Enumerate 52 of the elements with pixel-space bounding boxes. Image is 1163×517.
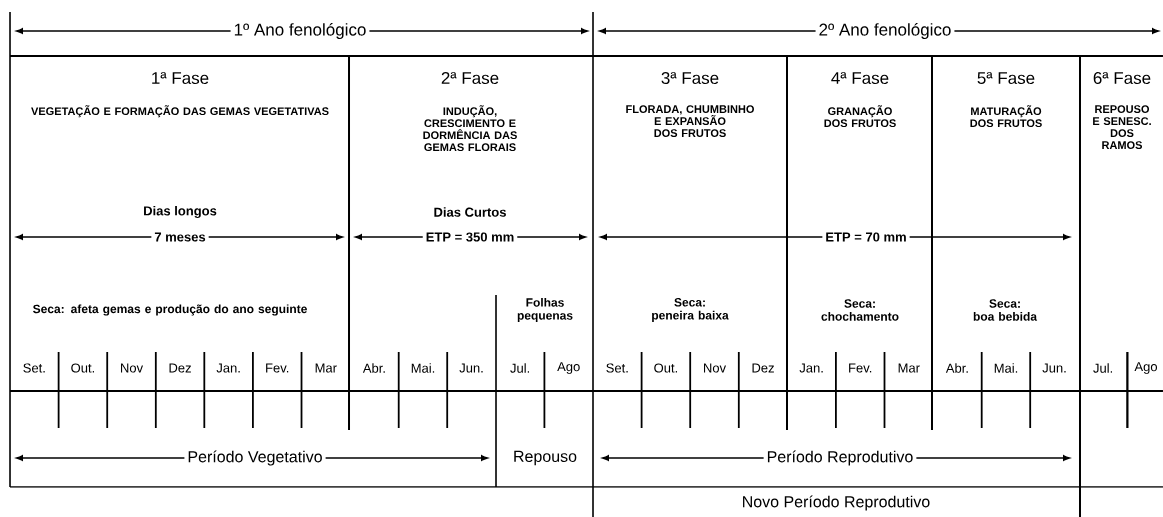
month-label: Dez: [752, 363, 774, 373]
phase-heading: 6ª Fase: [1093, 71, 1151, 85]
phase-heading: 4ª Fase: [831, 71, 889, 85]
month-label: Set.: [23, 363, 45, 373]
month-label: Jun.: [459, 363, 483, 373]
phase-heading: 5ª Fase: [977, 71, 1035, 85]
drought-note: Seca: boa bebida: [973, 299, 1038, 321]
drought-note: Seca: peneira baixa: [652, 298, 729, 322]
phase-heading: 3ª Fase: [661, 71, 719, 85]
climate-note: Dias Curtos: [434, 207, 506, 217]
month-label: Ago: [557, 362, 580, 374]
month-label: Nov: [704, 363, 726, 373]
month-label: Mar: [898, 363, 920, 373]
month-label: Out.: [654, 363, 677, 373]
month-label: Nov: [121, 363, 144, 373]
month-label: Jul.: [510, 363, 530, 373]
month-label: Jan.: [216, 363, 240, 373]
month-label: Ago: [1134, 362, 1157, 374]
month-label: Out.: [71, 363, 94, 373]
month-label: Abr.: [945, 363, 968, 373]
month-label: Fev.: [849, 363, 872, 373]
year-heading: 2º Ano fenológico: [815, 20, 955, 42]
drought-note: Seca: chochamento: [821, 299, 899, 321]
month-label: Set.: [606, 363, 628, 373]
month-label: Mar: [315, 363, 337, 373]
period-label: Repouso: [514, 450, 577, 466]
span-label: ETP = 70 mm: [822, 229, 910, 245]
phase-heading: 1ª Fase: [152, 71, 209, 85]
phase-description: FLORADA, CHUMBINHO E EXPANSÃO DOS FRUTOS: [626, 105, 754, 137]
period-label: Novo Período Reprodutivo: [743, 495, 930, 511]
month-label: Abr.: [362, 363, 385, 373]
month-label: Mai.: [411, 363, 435, 373]
span-label: 7 meses: [151, 229, 209, 245]
phase-description: GRANAÇÃO DOS FRUTOS: [824, 105, 896, 128]
month-label: Jan.: [799, 363, 823, 373]
month-label: Mai.: [994, 363, 1018, 373]
period-label: Período Vegetativo: [184, 447, 326, 469]
phase-description: INDUÇÃO, CRESCIMENTO E DORMÊNCIA DAS GEMAS FLORAIS: [423, 105, 517, 152]
drought-note: Folhas pequenas: [517, 297, 573, 323]
phase-description: REPOUSO E SENESC. DOS RAMOS: [1093, 105, 1151, 149]
phase-description: VEGETAÇÃO E FORMAÇÃO DAS GEMAS VEGETATIVAS: [31, 105, 329, 118]
month-label: Dez: [169, 363, 191, 373]
month-label: Jul.: [1093, 363, 1112, 373]
climate-note: Dias longos: [144, 205, 217, 219]
month-label: Jun.: [1042, 363, 1066, 373]
phase-heading: 2ª Fase: [441, 71, 499, 85]
period-label: Período Reprodutivo: [763, 447, 917, 469]
phase-description: MATURAÇÃO DOS FRUTOS: [970, 105, 1042, 128]
span-label: ETP = 350 mm: [422, 229, 518, 245]
year-heading: 1º Ano fenológico: [230, 20, 370, 42]
month-label: Fev.: [266, 363, 289, 373]
drought-note: Seca: afeta gemas e produção do ano seguinte: [33, 304, 307, 316]
